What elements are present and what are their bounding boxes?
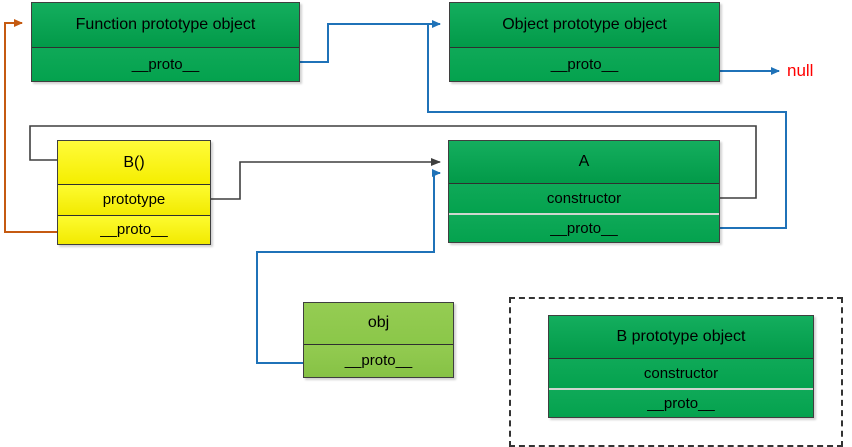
node-row-proto: __proto__ (449, 212, 719, 242)
node-title: B() (58, 141, 210, 185)
node-object-prototype-object[interactable]: Object prototype object __proto__ (449, 2, 720, 82)
node-row-proto: __proto__ (32, 46, 299, 81)
node-obj-instance[interactable]: obj __proto__ (303, 302, 454, 378)
node-a-object[interactable]: A constructor __proto__ (448, 140, 720, 243)
node-row-prototype: prototype (58, 184, 210, 215)
wire-bfunction-prototype-to-a (211, 158, 441, 200)
node-row-proto: __proto__ (450, 46, 719, 81)
null-label: null (787, 61, 814, 80)
wire-functionproto-proto-to-objectproto (300, 20, 441, 63)
node-title: B prototype object (549, 316, 813, 359)
node-b-function[interactable]: B() prototype __proto__ (57, 140, 211, 245)
node-row-constructor: constructor (449, 183, 719, 213)
node-row-proto: __proto__ (304, 343, 453, 377)
node-title: obj (304, 303, 453, 344)
node-row-proto: __proto__ (549, 387, 813, 417)
node-title: A (449, 141, 719, 184)
node-function-prototype-object[interactable]: Function prototype object __proto__ (31, 2, 300, 82)
node-row-constructor: constructor (549, 358, 813, 388)
node-title: Object prototype object (450, 3, 719, 47)
dashed-group-b-prototype (509, 297, 843, 447)
node-b-prototype-object[interactable]: B prototype object constructor __proto__ (548, 315, 814, 418)
node-title: Function prototype object (32, 3, 299, 47)
node-row-proto: __proto__ (58, 214, 210, 244)
